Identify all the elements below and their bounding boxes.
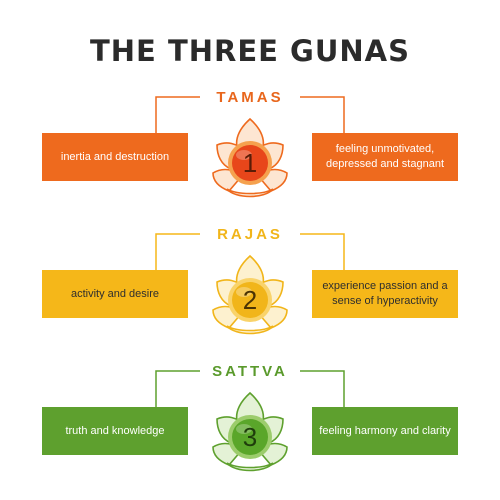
diagram-title: THE THREE GUNAS <box>89 34 410 68</box>
effect-box-rajas: experience passion and a sense of hypera… <box>312 270 458 318</box>
guna-tamas: TAMAS inertia and destruction 1 feeling … <box>0 85 500 225</box>
lotus-icon-sattva: 3 <box>212 391 288 472</box>
guna-number-sattva: 3 <box>243 422 257 452</box>
guna-rajas: RAJAS activity and desire 2 experience p… <box>0 222 500 362</box>
effect-text-sattva: feeling harmony and clarity <box>319 424 451 437</box>
quality-text-rajas: activity and desire <box>70 287 160 300</box>
effect-text-tamas: feeling unmotivated, depressed and stagn… <box>325 143 445 170</box>
guna-sattva: SATTVA truth and knowledge 3 feeling har… <box>0 359 500 499</box>
lotus-icon-tamas: 1 <box>212 117 288 198</box>
guna-number-rajas: 2 <box>243 285 257 315</box>
guna-number-tamas: 1 <box>243 148 257 178</box>
quality-box-rajas: activity and desire <box>42 270 188 318</box>
effect-box-sattva: feeling harmony and clarity <box>312 407 458 455</box>
guna-name-tamas: TAMAS <box>200 89 300 106</box>
quality-box-sattva: truth and knowledge <box>42 407 188 455</box>
quality-text-tamas: inertia and destruction <box>60 150 170 163</box>
guna-name-sattva: SATTVA <box>200 363 300 380</box>
quality-text-sattva: truth and knowledge <box>65 424 165 437</box>
guna-name-rajas: RAJAS <box>200 226 300 243</box>
effect-box-tamas: feeling unmotivated, depressed and stagn… <box>312 133 458 181</box>
quality-box-tamas: inertia and destruction <box>42 133 188 181</box>
effect-text-rajas: experience passion and a sense of hypera… <box>322 280 448 307</box>
lotus-icon-rajas: 2 <box>212 254 288 335</box>
